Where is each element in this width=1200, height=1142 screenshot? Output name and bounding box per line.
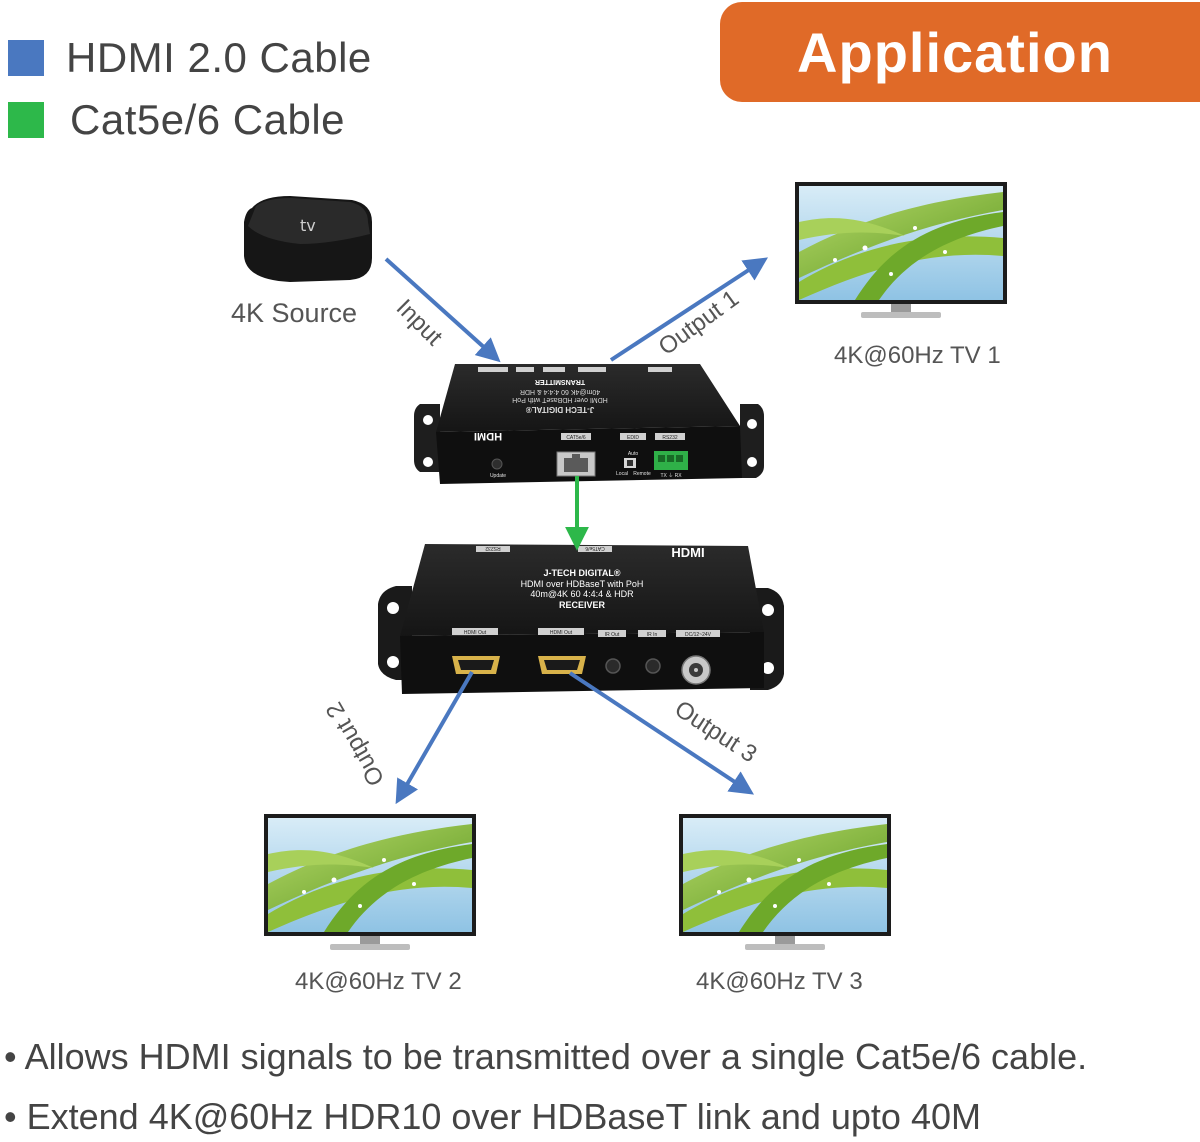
rx-top-port-cat: CAT5e/6 [585,545,605,551]
source-label: 4K Source [231,298,358,328]
tx-line3: TRANSMITTER [535,378,585,385]
legend-hdmi: HDMI 2.0 Cable [8,34,372,82]
output-1-arrow [609,257,769,362]
tv-1-label: 4K@60Hz TV 1 [834,342,1001,369]
legend-swatch-hdmi [8,40,44,76]
tv-3-label: 4K@60Hz TV 3 [696,968,863,995]
legend-label-hdmi: HDMI 2.0 Cable [66,34,372,81]
input-label: Input [391,294,448,351]
tx-switch-remote: Remote [633,471,651,477]
tx-update-label: Update [490,473,506,479]
output-2-arrow [395,670,474,805]
tv-2-icon [264,814,476,950]
rx-port-ir-in: IR In [647,632,658,638]
transmitter-device: J-TECH DIGITAL® HDMI over HDBaseT with P… [414,364,764,484]
rx-port-hdmi-out-2: HDMI Out [550,630,573,636]
tx-line1: HDMI over HDBaseT with PoH [512,396,608,403]
legend-swatch-cat [8,102,44,138]
tx-hdmi-logo: HDMI [474,430,502,442]
rx-top-port-rs232: RS232 [485,545,501,551]
legend-label-cat: Cat5e/6 Cable [70,96,346,143]
rx-line1: HDMI over HDBaseT with PoH [521,579,644,589]
bullet-1-dot: • [4,1036,17,1077]
tv-1-icon [795,182,1007,318]
rx-port-hdmi-out-1: HDMI Out [464,630,487,636]
rx-ir-out-jack [605,658,621,674]
apple-tv-source: tv [244,196,372,282]
tv-3-icon [679,814,891,950]
tx-port-rs232: RS232 [662,435,678,441]
output-3-label: Output 3 [670,695,762,768]
rx-brand: J-TECH DIGITAL® [544,568,621,578]
tv-2-label: 4K@60Hz TV 2 [295,968,462,995]
apple-tv-logo: tv [300,216,316,235]
bullet-2-text: Extend 4K@60Hz HDR10 over HDBaseT link a… [26,1096,981,1137]
tx-switch-auto: Auto [628,451,639,457]
rx-line2: 40m@4K 60 4:4:4 & HDR [530,589,634,599]
rx-ir-in-jack [645,658,661,674]
bullet-2: • Extend 4K@60Hz HDR10 over HDBaseT link… [4,1096,981,1138]
receiver-device: RS232 CAT5e/6 HDMI J-TECH DIGITAL® HDMI … [378,544,784,694]
rx-line3: RECEIVER [559,600,606,610]
output-3-arrow [568,671,755,795]
output-2-label: Output 2 [321,697,390,790]
rx-port-ir-out: IR Out [605,632,620,638]
tx-line2: 40m@4K 60 4:4:4 & HDR [520,388,600,395]
tx-brand: J-TECH DIGITAL® [526,405,595,414]
bullet-1: • Allows HDMI signals to be transmitted … [4,1036,1087,1078]
tx-port-cat: CAT5e/6 [566,435,586,441]
bullet-2-dot: • [4,1096,17,1137]
bullet-1-text: Allows HDMI signals to be transmitted ov… [24,1036,1088,1077]
tx-port-edid: EDID [627,435,639,441]
input-arrow [384,257,501,363]
tx-txrx-label: TX ⏚ RX [660,472,682,479]
rx-port-dc: DC/12~24V [685,632,712,638]
page-title: Application [797,20,1113,84]
rx-hdmi-logo: HDMI [671,545,704,560]
title-banner: Application [720,2,1200,102]
legend-cat: Cat5e/6 Cable [8,96,345,144]
tx-switch-local: Local [616,471,628,477]
